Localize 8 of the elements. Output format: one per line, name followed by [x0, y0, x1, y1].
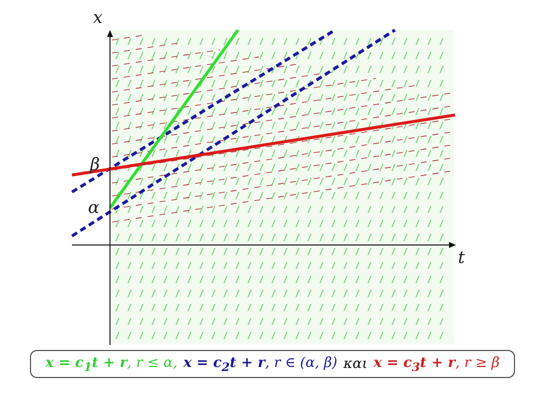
axis-label: x: [93, 10, 103, 27]
axis-label: α: [88, 200, 100, 217]
axis-label: β: [90, 157, 100, 174]
formula-text: x = c$_{2}$t + r, r ∈ (α, β): [183, 354, 338, 374]
axis-label: t: [458, 250, 465, 267]
conjunction-text: και: [343, 356, 368, 372]
formula-text: x = c$_{1}$t + r, r ≤ α,: [45, 354, 178, 374]
formula-text: x = c$_{3}$t + r, r ≥ β: [374, 354, 500, 374]
